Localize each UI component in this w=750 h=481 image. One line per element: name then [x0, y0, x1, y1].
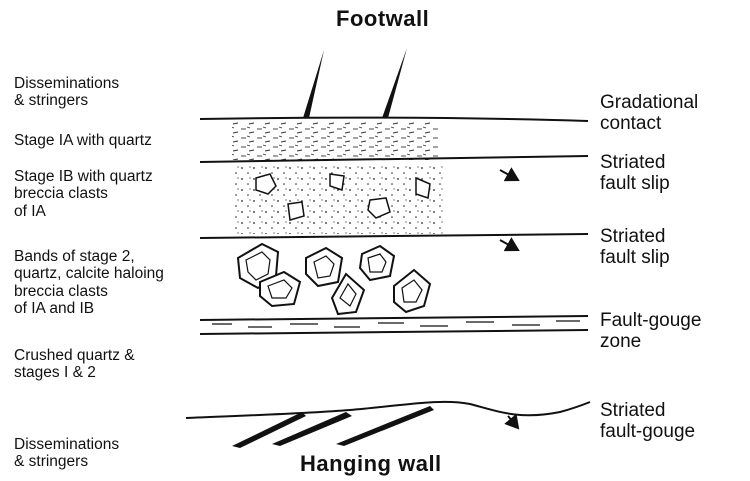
footwall-label: Footwall [336, 7, 429, 32]
gradational-contact-line [200, 118, 588, 121]
left-label-disseminations-bottom: Disseminations & stringers [14, 436, 119, 471]
slip-arrow-2 [500, 240, 518, 250]
stringer-veins-top [303, 48, 407, 118]
left-label-stage-ia: Stage IA with quartz [14, 132, 152, 149]
slip-arrow-1 [500, 170, 518, 180]
gouge-top-line [200, 316, 588, 320]
left-label-disseminations-top: Disseminations & stringers [14, 75, 119, 110]
stage-ia-band [232, 122, 438, 160]
hanging-wall-label: Hanging wall [300, 452, 442, 477]
fault-gouge-surface [186, 402, 590, 418]
fault-slip-line-2 [200, 234, 588, 238]
left-label-stage-2: Bands of stage 2, quartz, calcite haloin… [14, 248, 164, 317]
slip-arrows [500, 170, 518, 428]
slip-arrow-3 [508, 416, 518, 428]
left-label-crushed-quartz: Crushed quartz & stages I & 2 [14, 347, 135, 382]
right-label-gradational-contact: Gradational contact [600, 92, 698, 135]
stage-2-clasts [238, 244, 430, 314]
right-label-fault-slip-2: Striated fault slip [600, 226, 670, 269]
gouge-bottom-line [200, 330, 588, 334]
stringer-veins-bottom [232, 406, 434, 448]
right-label-fault-gouge-zone: Fault-gouge zone [600, 310, 701, 353]
right-label-fault-slip-1: Striated fault slip [600, 152, 670, 195]
right-label-striated-fault-gouge: Striated fault-gouge [600, 400, 695, 443]
fault-gouge-dashes [212, 321, 580, 327]
left-label-stage-ib: Stage IB with quartz breccia clasts of I… [14, 168, 153, 220]
